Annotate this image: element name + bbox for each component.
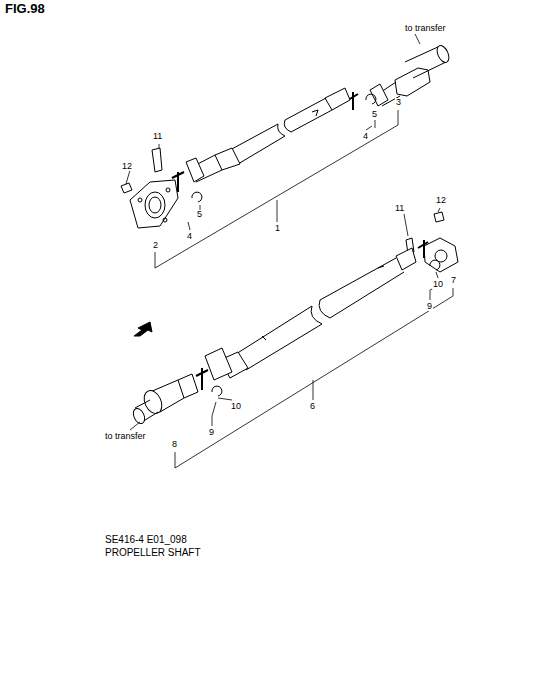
note-text: to transfer — [404, 24, 447, 33]
callout-number: 1 — [274, 224, 281, 233]
front-propeller-shaft — [121, 44, 451, 228]
callout-number: 7 — [450, 276, 457, 285]
callout-number: 8 — [171, 440, 178, 449]
callout-number: 10 — [230, 402, 242, 411]
rear-propeller-shaft — [131, 212, 458, 425]
callout-number: 9 — [426, 302, 433, 311]
callout-number: 11 — [394, 204, 405, 213]
callout-number: 6 — [309, 402, 316, 411]
callout-number: 5 — [371, 110, 378, 119]
callout-number: 2 — [152, 241, 159, 250]
note-text: to transfer — [104, 432, 147, 441]
callout-number: 4 — [186, 232, 193, 241]
callout-number: 5 — [196, 210, 203, 219]
direction-arrow — [134, 322, 152, 336]
callout-number: 11 — [152, 132, 163, 141]
callout-number: 10 — [432, 280, 444, 289]
callout-number: 12 — [435, 196, 447, 205]
callout-number: 12 — [121, 162, 133, 171]
figure-number: FIG.98 — [4, 2, 46, 15]
callout-number: 9 — [208, 428, 215, 437]
leader-lines — [126, 34, 453, 468]
callout-number: 3 — [395, 98, 402, 107]
caption-text: PROPELLER SHAFT — [104, 548, 202, 558]
caption-text: SE416-4 E01_098 — [104, 535, 188, 545]
callout-number: 4 — [362, 132, 369, 141]
